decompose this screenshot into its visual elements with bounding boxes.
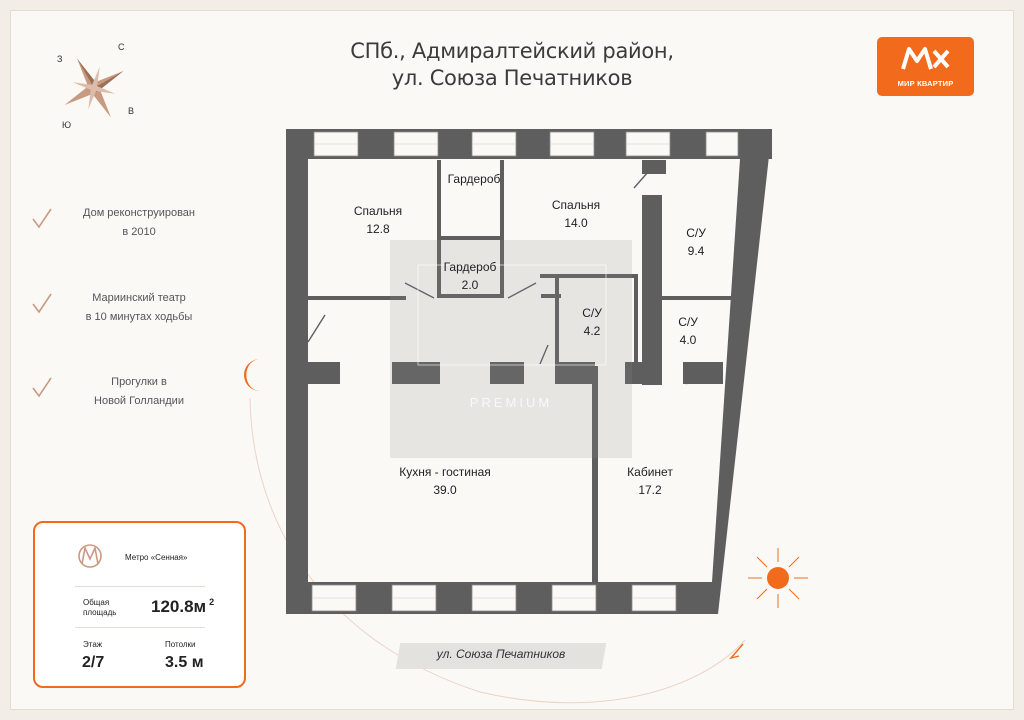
watermark-box	[390, 240, 632, 458]
brand-logo: МИР КВАРТИР	[877, 37, 974, 96]
compass-north-label: С	[118, 42, 125, 52]
sun-icon	[748, 548, 808, 608]
watermark-label: PREMIUM	[469, 395, 553, 410]
arrow-tip-icon	[729, 643, 744, 660]
checkmark-icon	[32, 208, 52, 229]
metro-icon	[78, 544, 102, 568]
checkmark-icon	[32, 377, 52, 398]
divider	[75, 627, 205, 628]
divider	[75, 586, 205, 587]
floor-label: Этаж	[83, 640, 103, 649]
logo-text: МИР КВАРТИР	[897, 79, 954, 88]
door-swings	[307, 171, 699, 385]
room-wardrobe-1: Гардероб	[447, 172, 501, 186]
title-line-1: СПб., Адмиралтейский район,	[350, 39, 674, 63]
compass-south-label: Ю	[62, 120, 72, 130]
logo-mark-icon	[901, 47, 950, 70]
metro-label: Метро «Сенная»	[125, 553, 188, 562]
street-label: ул. Союза Печатников	[436, 647, 566, 661]
page-title: СПб., Адмиралтейский район, ул. Союза Пе…	[300, 38, 724, 92]
title-line-2: ул. Союза Печатников	[391, 66, 633, 90]
moon-icon	[244, 359, 260, 391]
ceiling-label: Потолки	[165, 640, 196, 649]
compass: С З В Ю	[52, 40, 148, 136]
checkmark-icon	[32, 293, 52, 314]
ceiling-value: 3.5 м	[165, 654, 204, 671]
compass-rose-icon	[64, 58, 124, 118]
compass-east-label: В	[128, 106, 135, 116]
compass-west-label: З	[57, 54, 63, 64]
floor-value: 2/7	[82, 654, 105, 671]
